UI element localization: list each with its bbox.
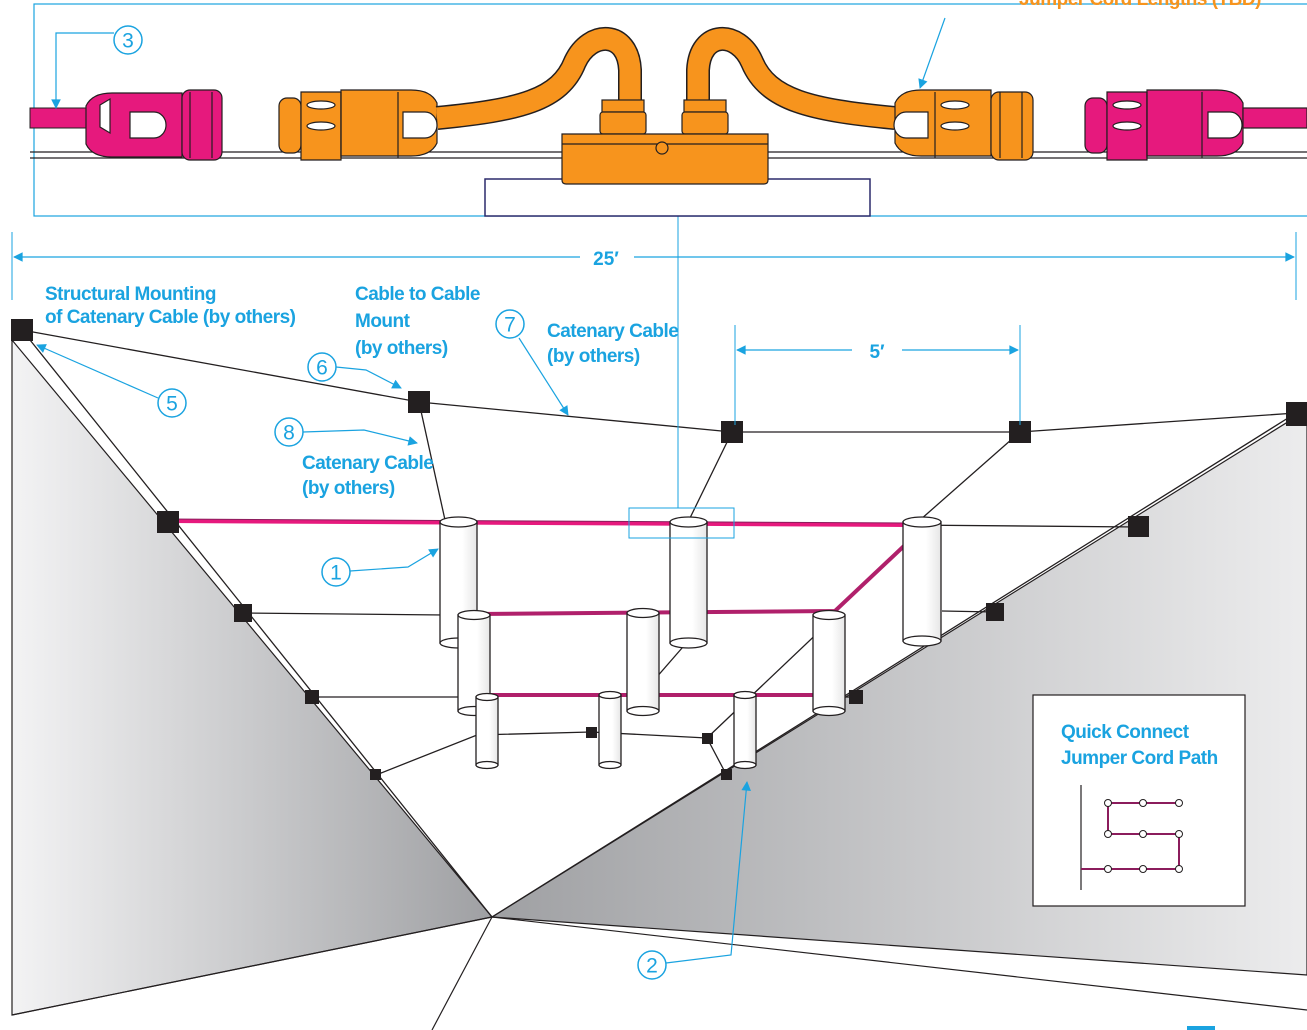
cable-mount [721, 421, 743, 443]
svg-text:Mount: Mount [355, 311, 411, 332]
pendant-fixture [812, 609, 846, 717]
pendant-fixture [669, 516, 708, 649]
callout-6-line-2: Mount [355, 311, 411, 332]
svg-text:of Catenary Cable (by others): of Catenary Cable (by others) [45, 307, 296, 328]
dimension-5ft: 5′ [734, 325, 1021, 425]
structural-mount [234, 604, 252, 622]
jumper-length-label: Jumper Cord Lengths (TBD) [1019, 0, 1261, 10]
structural-mount [157, 511, 179, 533]
callout-5: Structural Mounting of Catenary Cable (b… [36, 284, 296, 418]
callout-2: 2 [637, 781, 751, 980]
page-marker [1187, 1026, 1215, 1030]
callout-6-number: 6 [316, 357, 328, 380]
structural-mount [305, 690, 319, 704]
junction-box [561, 99, 769, 185]
callout-8-number: 8 [283, 422, 295, 445]
orange-connector-right [893, 89, 1034, 161]
structural-mount [1286, 402, 1307, 426]
orange-connector-left [278, 89, 438, 161]
pendant-fixture [902, 516, 942, 647]
left-wall [11, 338, 494, 1016]
cable-mounts [11, 319, 1307, 780]
callout-6-line-1: Cable to Cable [355, 284, 480, 305]
cable-mount [702, 733, 713, 744]
connector-detail-panel: Jumper Cord Lengths (TBD) 3 [29, 0, 1307, 217]
structural-mount [721, 769, 732, 780]
legend-title-line-1: Quick Connect [1061, 722, 1190, 743]
magenta-connector-left [85, 89, 223, 161]
callout-1: 1 [321, 548, 439, 587]
callout-6-line-3: (by others) [355, 338, 448, 359]
callout-5-line-1: Structural Mounting [45, 284, 216, 305]
legend-title-line-2: Jumper Cord Path [1061, 748, 1218, 769]
pendant-fixture [626, 607, 660, 717]
callout-8-line-2: (by others) [302, 478, 395, 499]
callout-8: 8 Catenary Cable (by others) [274, 417, 434, 499]
callout-7: 7 Catenary Cable (by others) [495, 309, 679, 416]
overall-dimension-label: 25′ [593, 249, 619, 270]
pendant-fixtures [439, 516, 942, 770]
pendant-fixture [598, 690, 622, 770]
magenta-connector-right [1084, 89, 1307, 161]
callout-3-circle [113, 25, 143, 55]
cable-mount [408, 391, 430, 413]
callout-3-number: 3 [122, 30, 134, 53]
callout-7-line-1: Catenary Cable [547, 321, 678, 342]
cable-mount [1009, 421, 1031, 443]
catenary-cables [21, 329, 1297, 918]
svg-text:(by others): (by others) [302, 478, 395, 499]
structural-mount [986, 603, 1004, 621]
callout-1-number: 1 [330, 562, 342, 585]
structural-mount [11, 319, 33, 341]
svg-text:Catenary Cable: Catenary Cable [302, 453, 433, 474]
dimension-25ft: 25′ [11, 232, 1297, 300]
callout-7-number: 7 [504, 314, 516, 337]
detail-link [628, 216, 735, 539]
svg-text:(by others): (by others) [547, 346, 640, 367]
svg-text:Cable to Cable: Cable to Cable [355, 284, 480, 305]
jumper-path-legend: Quick Connect Jumper Cord Path [1032, 694, 1246, 907]
callout-5-line-2: of Catenary Cable (by others) [45, 307, 296, 328]
callout-5-number: 5 [166, 393, 178, 416]
spacing-dimension-label: 5′ [869, 342, 885, 363]
structural-mount [849, 690, 863, 704]
structural-mount [1128, 516, 1149, 537]
callout-8-line-1: Catenary Cable [302, 453, 433, 474]
cable-mount [586, 727, 597, 738]
pendant-fixture [475, 692, 499, 770]
callout-6: Cable to Cable Mount (by others) 6 [307, 284, 480, 389]
callout-7-line-2: (by others) [547, 346, 640, 367]
svg-text:Catenary Cable: Catenary Cable [547, 321, 678, 342]
svg-text:(by others): (by others) [355, 338, 448, 359]
callout-2-number: 2 [646, 955, 658, 978]
pendant-fixture [733, 690, 757, 770]
svg-text:Structural Mounting: Structural Mounting [45, 284, 216, 305]
structural-mount [370, 769, 381, 780]
